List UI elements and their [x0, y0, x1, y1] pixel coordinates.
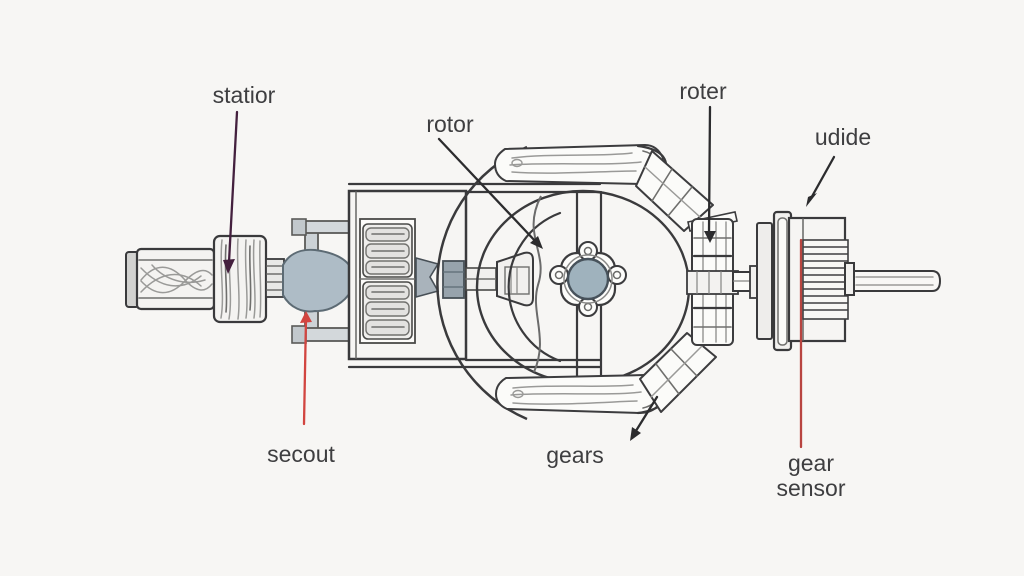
callout-labels: statior rotor roter udide secout gears g…	[213, 78, 871, 501]
clamp-top-cap	[291, 218, 307, 236]
gears-leader-line	[632, 395, 659, 436]
left-shaft-assembly	[125, 234, 285, 324]
ribbed-coupling	[265, 258, 285, 298]
coil-block-top	[362, 223, 413, 278]
label-secout: secout	[267, 441, 335, 467]
rib-box	[802, 239, 849, 320]
stator-leader-line	[227, 110, 239, 264]
gears-arrowhead	[630, 427, 641, 441]
gear-segment-arm-upper	[635, 150, 714, 232]
label-gears: gears	[546, 442, 604, 468]
output-shaft	[853, 270, 942, 292]
hub-center	[566, 257, 610, 301]
hub-bolt-right	[607, 265, 627, 285]
step-shaft-piece	[442, 260, 465, 299]
udide-leader-line	[808, 155, 836, 202]
shaft-collar	[844, 262, 855, 296]
right-output-assembly	[732, 210, 942, 352]
clamp-bottom-cap	[291, 325, 307, 344]
stator-arrowhead	[223, 259, 235, 274]
label-roter: roter	[679, 78, 727, 104]
secout-arrowhead	[300, 311, 312, 323]
hub-bolt-left	[549, 265, 569, 285]
mid-ring-arc	[507, 211, 562, 363]
outer-ring-arc	[436, 145, 528, 421]
rotor-circle-assembly	[436, 144, 739, 421]
rotor-knob-bracket	[504, 266, 530, 295]
label-gear-sensor-line1: gear	[788, 450, 834, 476]
label-udide: udide	[815, 124, 871, 150]
rotor-arrowhead	[530, 236, 543, 249]
label-gear-sensor-line2: sensor	[776, 475, 845, 501]
secout-leader-line	[302, 316, 308, 426]
rotor-knob	[496, 251, 534, 307]
stack-clamp-band	[686, 270, 739, 295]
gear-segment-stack	[686, 211, 739, 346]
hub-bolt-hole	[612, 270, 622, 280]
hub-bolt-hole	[554, 270, 564, 280]
end-plate-slot	[777, 217, 788, 346]
label-rotor: rotor	[426, 111, 474, 137]
roter-arrowhead	[704, 231, 716, 243]
stator-grain-pattern	[220, 238, 262, 320]
rotor-hub	[549, 241, 627, 317]
wavy-contour-line	[532, 195, 542, 373]
rotor-leader-line	[437, 137, 539, 245]
callout-leaders	[223, 105, 836, 449]
hub-ring	[563, 254, 613, 304]
hub-bolt-top	[578, 241, 598, 261]
label-stator: statior	[213, 82, 276, 108]
bulb-shaft	[282, 248, 352, 313]
braid-pattern	[140, 264, 213, 294]
hub-bolt-bottom	[578, 297, 598, 317]
body-ribs	[803, 246, 848, 311]
braided-cylinder	[135, 247, 216, 311]
spool-coupler	[415, 256, 440, 299]
end-plate-inner	[756, 222, 773, 340]
gear-segment-arm-lower	[639, 332, 717, 413]
coil-block-bottom	[362, 281, 413, 340]
roter-leader-line	[707, 105, 712, 235]
coupling-ribs	[266, 265, 284, 291]
udide-arrowhead	[806, 193, 817, 207]
